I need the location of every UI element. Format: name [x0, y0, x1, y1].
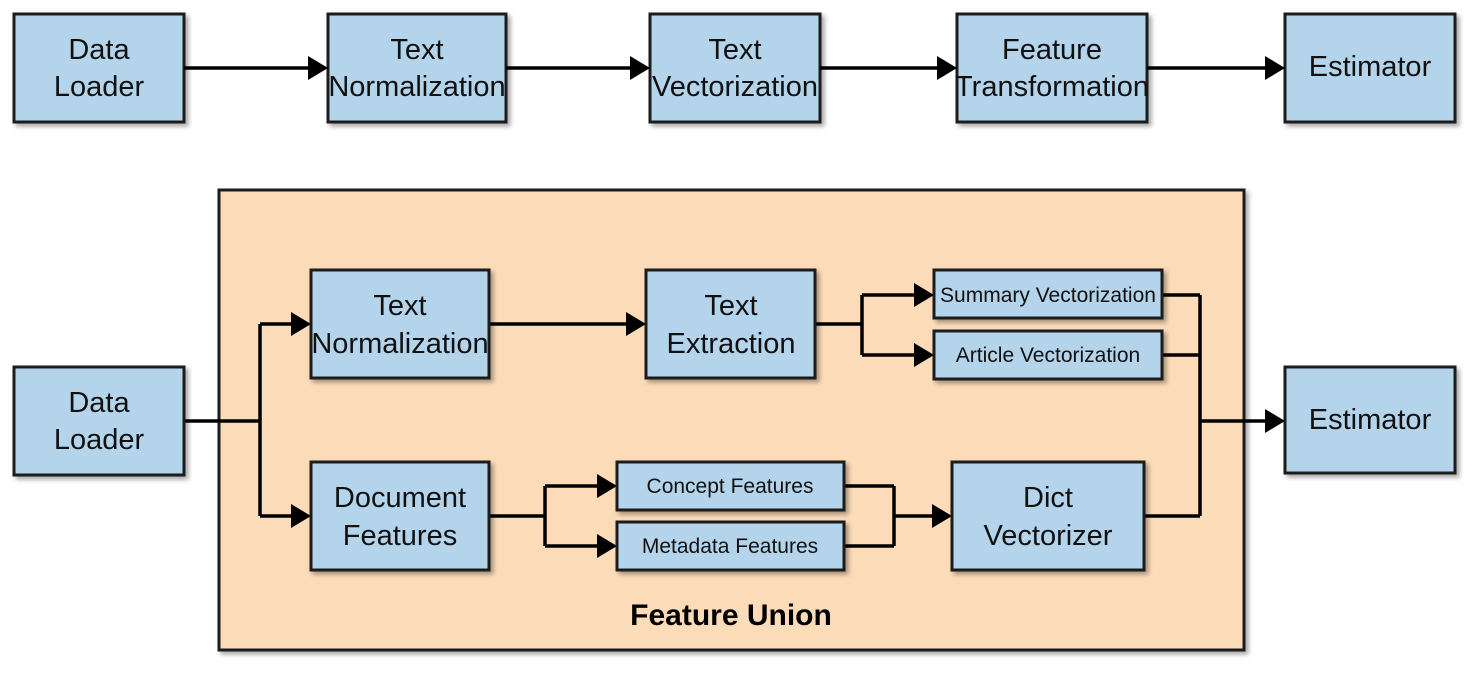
top-text-vectorization-node: Text Vectorization [648, 12, 822, 124]
bottom-text-normalization-node: Text Normalization [309, 268, 491, 380]
document-features-label-1: Document [334, 482, 466, 514]
top-text-vectorization-label-2: Vectorization [652, 71, 818, 103]
summary-vectorization-node: Summary Vectorization [932, 268, 1164, 320]
bottom-text-normalization-label-1: Text [373, 290, 426, 322]
top-data-loader-label-1: Data [68, 34, 130, 66]
top-pipeline: Data Loader Text Normalization Text Vect… [12, 12, 1457, 124]
bottom-arrow-extraction-split [815, 283, 934, 367]
top-feature-transformation-node: Feature Transformation [955, 12, 1149, 124]
concept-features-label: Concept Features [647, 475, 814, 498]
top-estimator-node: Estimator [1283, 12, 1457, 124]
bottom-arrow-union-merge-to-estimator [1144, 293, 1285, 518]
bottom-arrow-features-merge [844, 484, 952, 548]
summary-vectorization-label: Summary Vectorization [940, 284, 1156, 307]
bottom-data-loader-node: Data Loader [12, 365, 186, 477]
bottom-text-extraction-label-2: Extraction [667, 328, 796, 360]
bottom-arrow-document-split [489, 474, 617, 558]
top-arrow-normalization-to-vectorization [506, 56, 650, 80]
top-text-normalization-node: Text Normalization [326, 12, 508, 124]
article-vectorization-node: Article Vectorization [932, 329, 1164, 381]
metadata-features-node: Metadata Features [615, 520, 846, 572]
bottom-pipeline: Feature Union [12, 188, 1457, 652]
top-data-loader-node: Data Loader [12, 12, 186, 124]
top-arrow-loader-to-normalization [184, 56, 328, 80]
top-arrow-transformation-to-estimator [1147, 56, 1285, 80]
dict-vectorizer-label-2: Vectorizer [984, 520, 1113, 552]
bottom-estimator-label: Estimator [1309, 404, 1432, 436]
top-text-vectorization-label-1: Text [708, 34, 761, 66]
bottom-arrow-normalization-to-extraction [489, 312, 646, 336]
bottom-text-normalization-label-2: Normalization [311, 328, 488, 360]
top-feature-transformation-label-1: Feature [1002, 34, 1102, 66]
concept-features-node: Concept Features [615, 460, 846, 512]
bottom-text-extraction-node: Text Extraction [644, 268, 817, 380]
bottom-estimator-node: Estimator [1283, 365, 1457, 475]
bottom-data-loader-label-2: Loader [54, 424, 145, 456]
bottom-text-extraction-label-1: Text [704, 290, 757, 322]
feature-union-title: Feature Union [630, 599, 832, 632]
top-text-normalization-label-1: Text [390, 34, 443, 66]
dict-vectorizer-node: Dict Vectorizer [950, 460, 1146, 572]
top-estimator-label: Estimator [1309, 51, 1432, 83]
bottom-data-loader-label-1: Data [68, 387, 130, 419]
top-arrow-vectorization-to-transformation [820, 56, 957, 80]
dict-vectorizer-label-1: Dict [1023, 482, 1073, 514]
metadata-features-label: Metadata Features [642, 535, 818, 558]
bottom-arrow-loader-split [184, 312, 311, 528]
top-feature-transformation-label-2: Transformation [955, 71, 1149, 103]
feature-union-container: Feature Union [217, 188, 1246, 652]
document-features-label-2: Features [343, 520, 457, 552]
article-vectorization-label: Article Vectorization [956, 344, 1140, 367]
top-data-loader-label-2: Loader [54, 71, 145, 103]
top-text-normalization-label-2: Normalization [328, 71, 505, 103]
document-features-node: Document Features [309, 460, 491, 572]
